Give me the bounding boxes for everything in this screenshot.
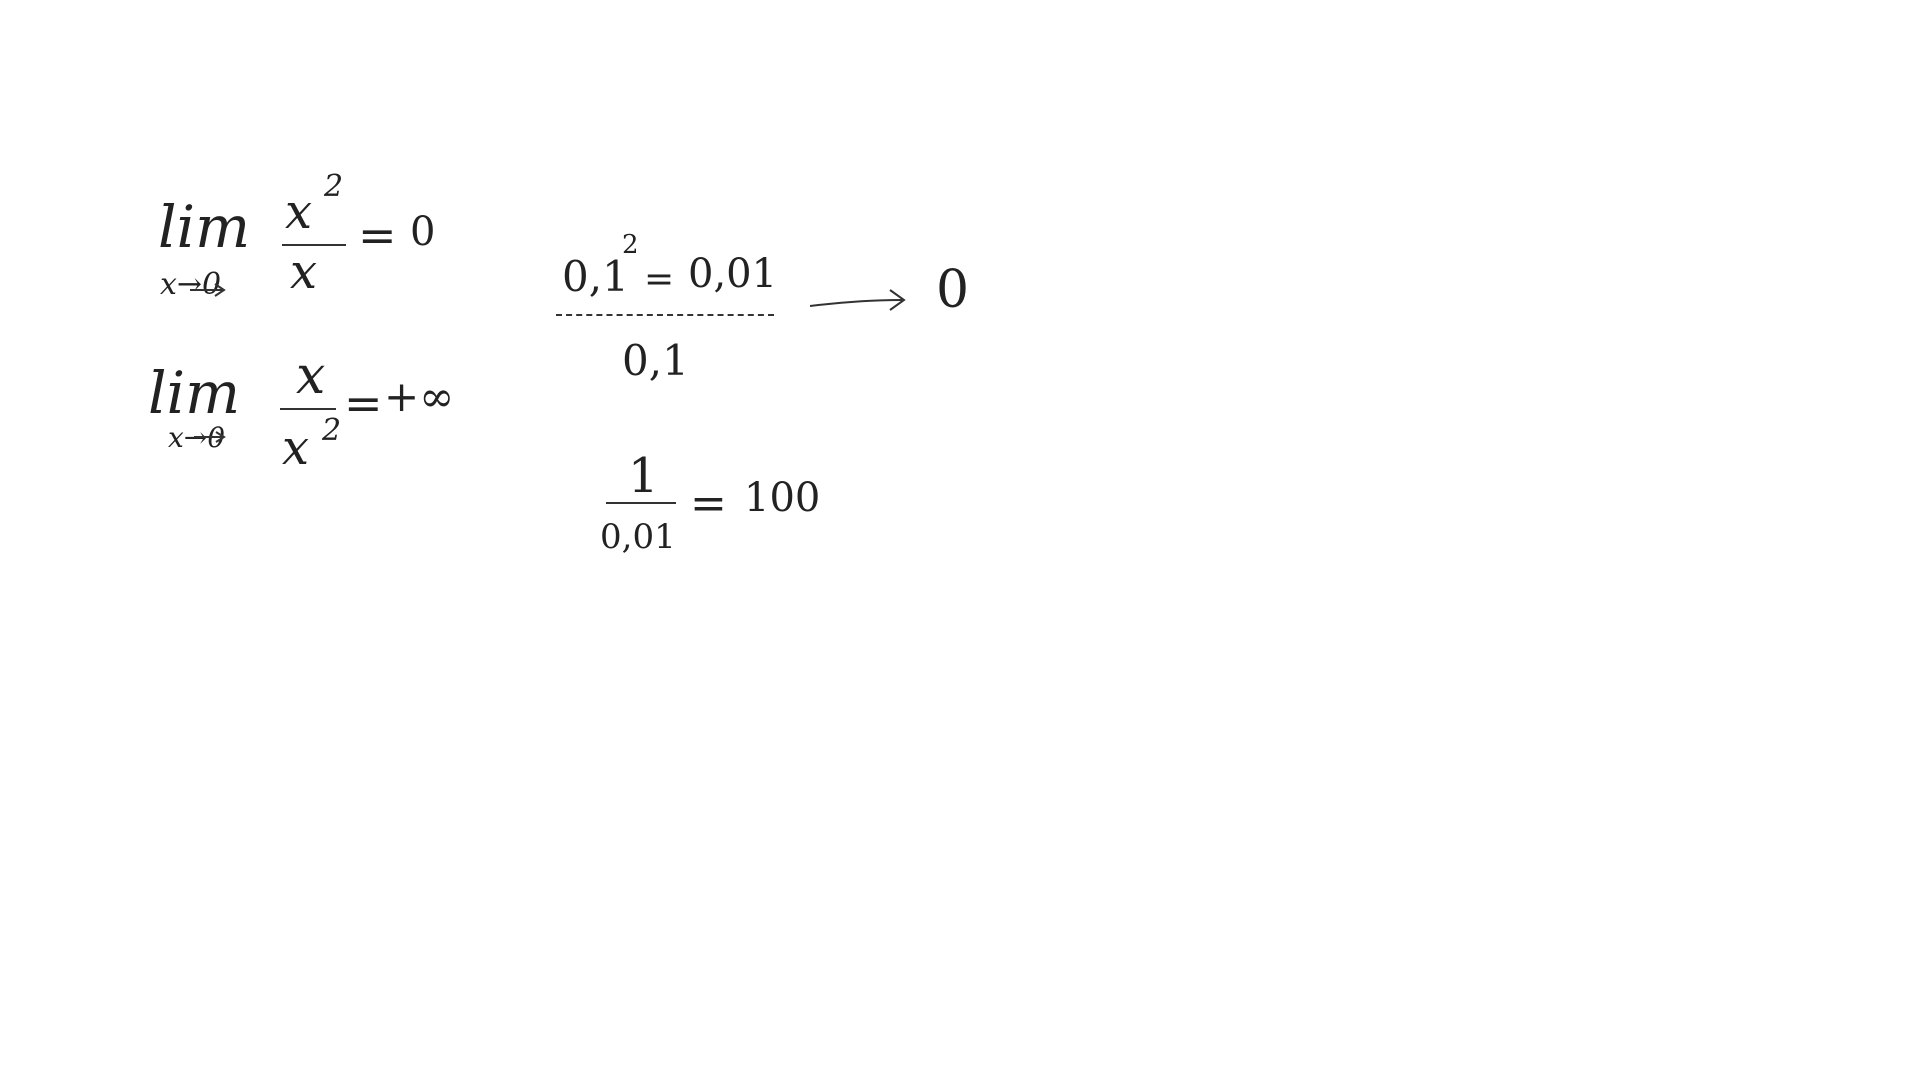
fraction-bar: [280, 408, 336, 410]
fraction-bar: [606, 502, 676, 504]
fraction-numerator: x: [285, 184, 313, 240]
equals-sign: =: [344, 376, 383, 430]
numerator-value: 0,01: [688, 251, 778, 297]
dashed-fraction-bar: [556, 314, 774, 316]
fraction-numerator: x: [296, 346, 326, 406]
numerator-exponent: 2: [324, 169, 344, 204]
lim-label: lim: [148, 359, 241, 427]
fraction-bar: [282, 244, 346, 246]
fraction-denominator: 0,01: [600, 517, 676, 557]
arrow-result: 0: [936, 260, 970, 320]
fraction-numerator: 1: [628, 448, 659, 504]
equals-sign: =: [690, 478, 727, 529]
numerator-exponent: 2: [622, 230, 639, 260]
limit-result: +∞: [384, 372, 455, 421]
fraction-denominator: x: [290, 244, 318, 300]
fraction-denominator: 0,1: [622, 336, 689, 385]
limit-result: 0: [410, 209, 436, 255]
equals-sign: =: [644, 259, 675, 300]
lim-label: lim: [158, 193, 251, 261]
lim-subscript: x→0: [160, 267, 222, 302]
equals-sign: =: [358, 208, 397, 262]
lim-subscript: x→0: [168, 421, 226, 454]
fraction-result: 100: [744, 475, 821, 521]
denominator-exponent: 2: [322, 413, 342, 448]
fraction-denominator: x: [282, 420, 310, 476]
numerator-base: 0,1: [562, 252, 629, 301]
tends-to-arrow: [809, 289, 906, 311]
